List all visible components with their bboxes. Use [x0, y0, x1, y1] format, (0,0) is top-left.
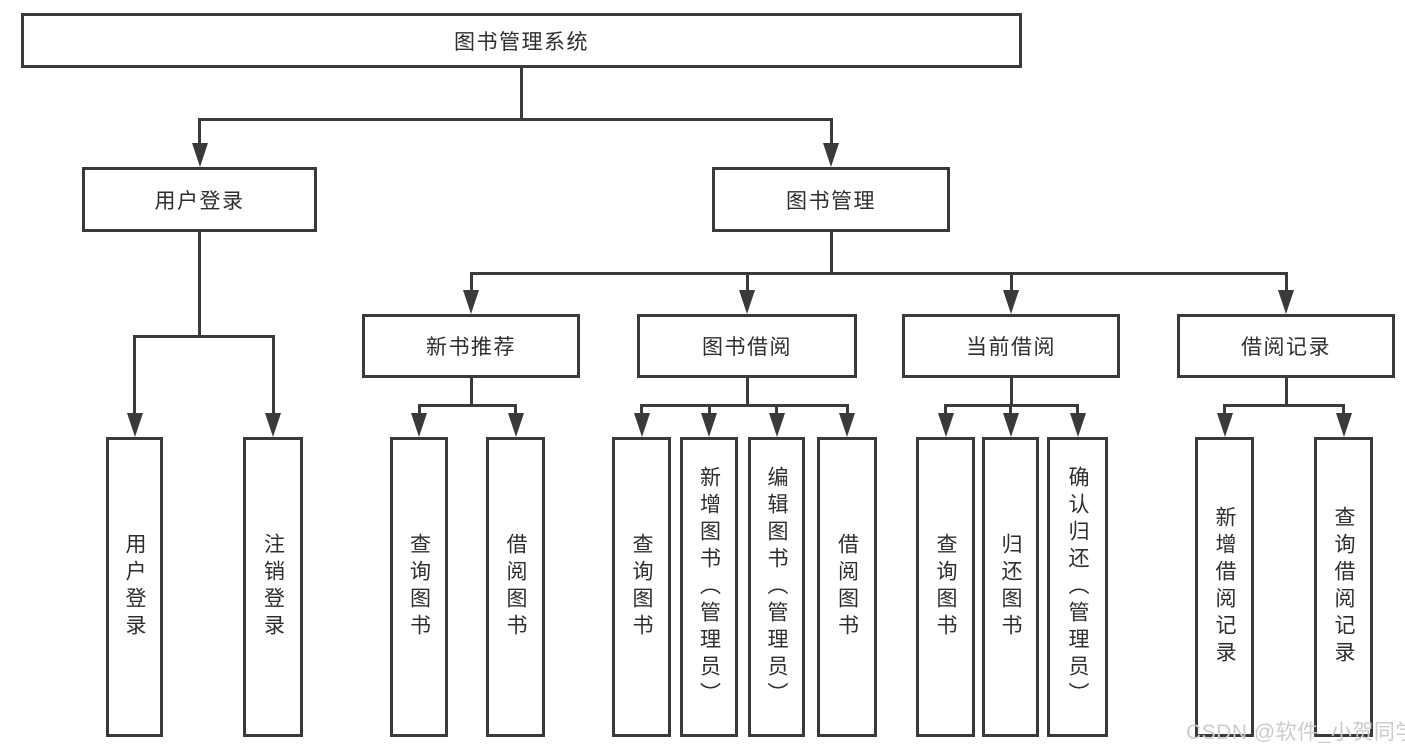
node-br-add: 新增借阅记录	[1195, 437, 1254, 737]
node-label: 图书借阅	[702, 336, 792, 359]
arrowhead-down-icon	[1278, 290, 1294, 314]
arrowhead-down-icon	[411, 413, 427, 437]
connector-bus	[133, 334, 275, 338]
connector-drop	[1009, 405, 1012, 417]
connector-bus	[640, 403, 849, 407]
node-ul-logout: 注销登录	[243, 437, 303, 737]
arrowhead-down-icon	[1069, 413, 1086, 437]
node-label: 用户登录	[123, 533, 146, 641]
connector-stem	[1284, 378, 1288, 405]
connector-bus	[469, 271, 1288, 275]
arrowhead-down-icon	[823, 143, 839, 167]
arrowhead-down-icon	[1335, 413, 1352, 437]
connector-bus	[198, 117, 833, 121]
connector-drop	[1342, 405, 1345, 417]
node-cb-return: 归还图书	[982, 437, 1039, 737]
node-label: 注销登录	[261, 533, 285, 641]
connector-drop	[133, 336, 136, 417]
connector-bus	[417, 403, 517, 407]
connector-drop	[944, 405, 947, 417]
arrowhead-down-icon	[126, 413, 143, 437]
node-label: 查询借阅记录	[1332, 506, 1355, 668]
arrowhead-down-icon	[463, 290, 479, 314]
arrowhead-down-icon	[937, 413, 954, 437]
csdn-watermark: CSDN @软件_小贺同学	[1186, 721, 1405, 744]
connector-drop	[469, 273, 473, 294]
node-label: 新书推荐	[426, 336, 516, 359]
connector-drop	[1076, 405, 1079, 417]
arrowhead-down-icon	[1002, 413, 1019, 437]
arrowhead-down-icon	[265, 413, 281, 437]
arrowhead-down-icon	[701, 413, 717, 437]
node-current-borrow: 当前借阅	[902, 314, 1120, 378]
connector-bus	[1223, 403, 1345, 407]
connector-drop	[1009, 273, 1013, 294]
connector-drop	[514, 405, 517, 417]
node-borrow-record: 借阅记录	[1177, 314, 1395, 378]
node-bb-borrow: 借阅图书	[817, 437, 877, 737]
connector-stem	[469, 378, 473, 405]
connector-stem	[1009, 378, 1013, 405]
node-label: 新增借阅记录	[1213, 506, 1236, 668]
node-bb-add: 新增图书（管理员）	[680, 437, 738, 737]
node-br-query: 查询借阅记录	[1314, 437, 1373, 737]
arrowhead-down-icon	[839, 413, 855, 437]
connector-drop	[845, 405, 849, 417]
node-label: 借阅图书	[504, 533, 527, 641]
arrowhead-down-icon	[1216, 413, 1233, 437]
node-label: 用户登录	[154, 189, 245, 213]
connector-drop	[198, 119, 201, 147]
arrowhead-down-icon	[739, 290, 755, 314]
node-label: 确认归还（管理员）	[1066, 465, 1089, 709]
connector-drop	[417, 405, 421, 417]
node-label: 新增图书（管理员）	[697, 465, 721, 709]
node-label: 查询图书	[407, 533, 431, 641]
connector-stem	[745, 378, 749, 405]
node-label: 图书管理	[786, 189, 876, 213]
node-label: 当前借阅	[966, 336, 1056, 359]
connector-drop	[745, 273, 749, 294]
node-label: 借阅图书	[835, 533, 859, 641]
connector-stem	[520, 68, 523, 119]
node-label: 查询图书	[630, 533, 653, 641]
node-new-book: 新书推荐	[362, 314, 580, 378]
node-bb-query: 查询图书	[612, 437, 671, 737]
connector-drop	[707, 405, 711, 417]
arrowhead-down-icon	[1003, 290, 1019, 314]
arrowhead-down-icon	[191, 143, 208, 167]
connector-drop	[1284, 273, 1288, 294]
arrowhead-down-icon	[507, 413, 524, 437]
arrowhead-down-icon	[768, 413, 785, 437]
arrowhead-down-icon	[633, 413, 650, 437]
node-bb-edit: 编辑图书（管理员）	[748, 437, 805, 737]
node-label: 归还图书	[999, 533, 1022, 641]
connector-stem	[829, 232, 833, 273]
node-cb-query: 查询图书	[916, 437, 975, 737]
node-root: 图书管理系统	[21, 13, 1022, 68]
node-book-mgmt: 图书管理	[712, 167, 950, 232]
node-user-login: 用户登录	[82, 167, 317, 232]
node-label: 编辑图书（管理员）	[765, 465, 788, 709]
connector-drop	[1223, 405, 1226, 417]
connector-drop	[829, 119, 833, 147]
node-label: 图书管理系统	[454, 30, 589, 54]
node-label: 查询图书	[934, 533, 957, 641]
connector-drop	[775, 405, 778, 417]
node-cb-confirm: 确认归还（管理员）	[1047, 437, 1108, 737]
node-nb-borrow: 借阅图书	[486, 437, 545, 737]
connector-drop	[271, 336, 275, 417]
node-nb-query: 查询图书	[390, 437, 448, 737]
node-book-borrow: 图书借阅	[637, 314, 857, 378]
node-label: 借阅记录	[1241, 336, 1331, 359]
connector-drop	[640, 405, 643, 417]
node-ul-login: 用户登录	[106, 437, 163, 737]
connector-stem	[198, 232, 201, 336]
